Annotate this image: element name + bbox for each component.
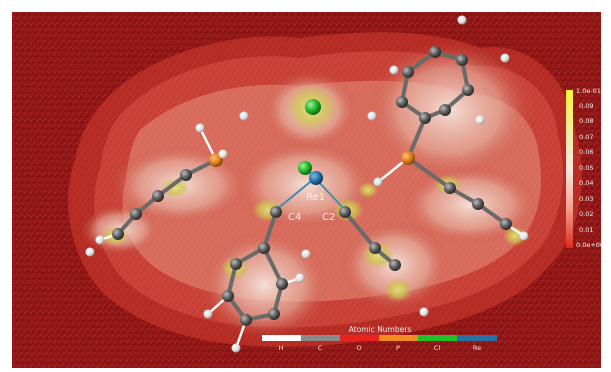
colorbar-tick: 0.05 <box>579 164 593 172</box>
hydrogen-atoms <box>85 15 529 353</box>
colorbar-tick: 0.04 <box>579 179 593 187</box>
legend-label-cl: Cl <box>434 344 441 352</box>
carbon-atoms <box>112 46 512 326</box>
colorbar-tick: 0.03 <box>579 195 593 203</box>
legend-swatch-h <box>262 335 301 341</box>
legend-label-re: Re <box>473 344 481 352</box>
label-c4: C4 <box>288 212 301 223</box>
legend-swatch-cl <box>418 335 457 341</box>
rhenium-atom <box>309 171 323 185</box>
colorbar: 1.0e-01 0.09 0.08 0.07 0.06 0.05 0.04 0.… <box>566 87 604 249</box>
colorbar-tick: 0.06 <box>579 148 593 156</box>
colorbar-gradient <box>566 90 573 248</box>
legend-label-o: O <box>356 344 361 352</box>
colorbar-tick: 1.0e-01 <box>576 87 601 95</box>
chlorine-atom <box>305 99 321 115</box>
legend-swatch-c <box>301 335 340 341</box>
legend-swatch-p <box>379 335 418 341</box>
atomic-numbers-legend: Atomic Numbers H C O P Cl Re <box>262 325 497 352</box>
colorbar-tick: 0.07 <box>579 133 593 141</box>
atom-labels: Re1 C4 C2 <box>288 192 335 223</box>
legend-swatch-re <box>457 335 497 341</box>
legend-swatch-o <box>340 335 379 341</box>
legend-title: Atomic Numbers <box>349 325 412 334</box>
label-re1: Re1 <box>306 192 325 203</box>
colorbar-ticks: 1.0e-01 0.09 0.08 0.07 0.06 0.05 0.04 0.… <box>576 87 604 249</box>
colorbar-tick: 0.08 <box>579 117 593 125</box>
label-c2: C2 <box>322 212 335 223</box>
colorbar-tick: 0.09 <box>579 102 593 110</box>
chlorine-atom <box>298 161 312 175</box>
colorbar-tick: 0.02 <box>579 210 593 218</box>
legend-label-c: C <box>318 344 323 352</box>
legend-label-h: H <box>279 344 284 352</box>
legend-label-p: P <box>396 344 400 352</box>
colorbar-tick: 0.0e+00 <box>576 241 604 249</box>
colorbar-tick: 0.01 <box>579 226 593 234</box>
atoms <box>85 15 529 353</box>
phosphorus-atom <box>401 151 415 165</box>
